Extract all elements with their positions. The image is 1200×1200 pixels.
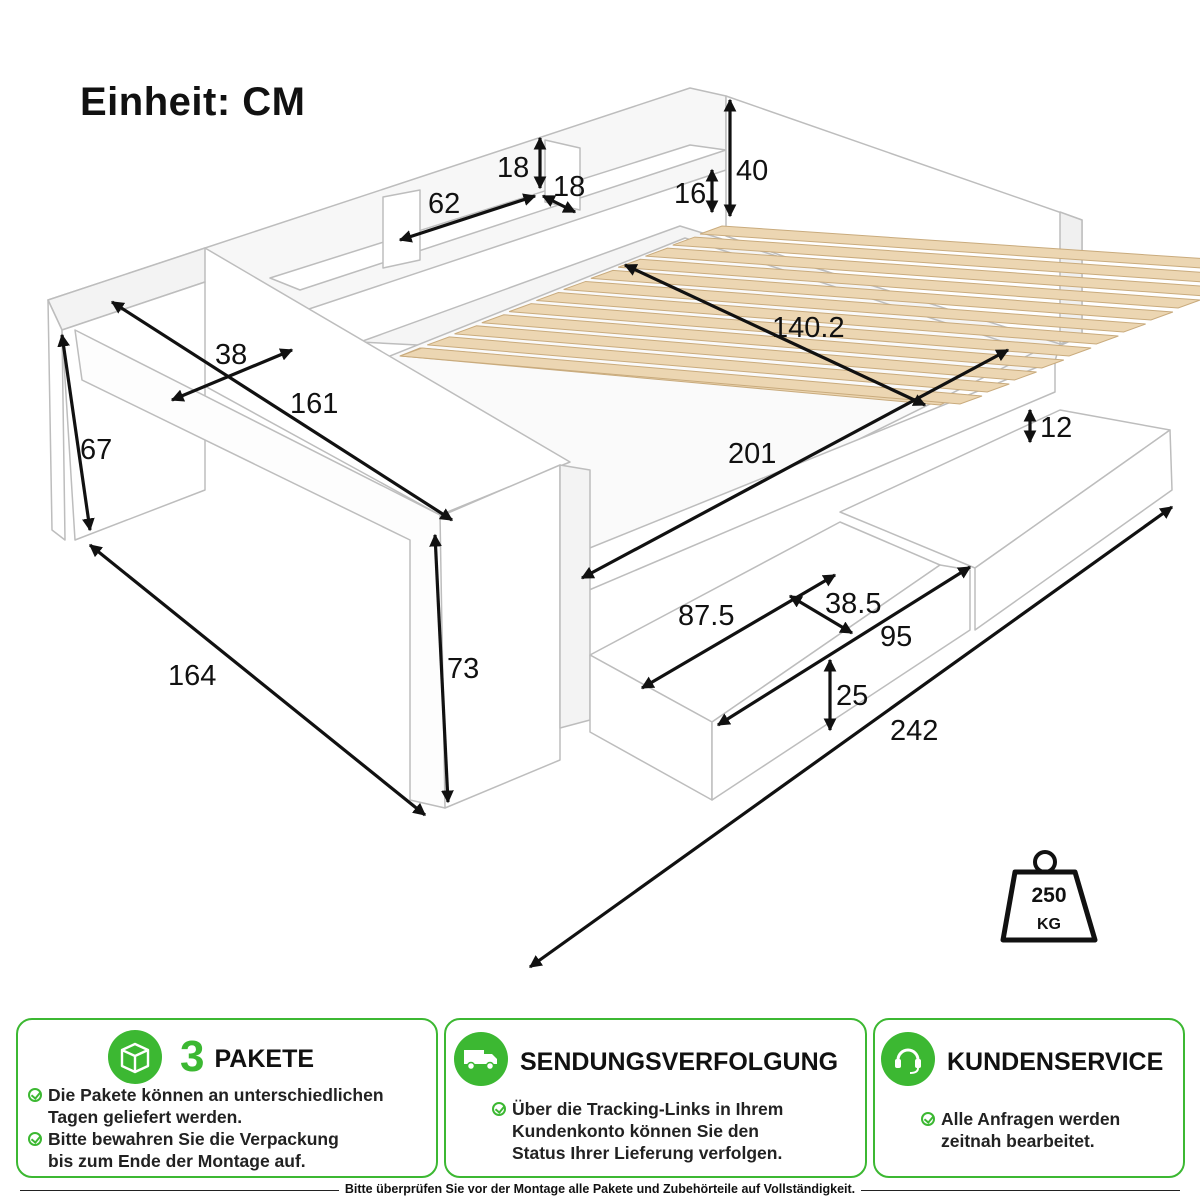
slat: [672, 236, 1200, 283]
check-icon: [28, 1088, 42, 1102]
bed-dimension-diagram: 18 18 62 16 40 38 161 67 140.2 201 12 38…: [47, 87, 1200, 969]
weight-unit: KG: [1037, 916, 1061, 933]
label-drawer-lip: 12: [1040, 412, 1072, 444]
weight-value: 250: [1031, 884, 1066, 907]
truck-icon: [454, 1032, 508, 1086]
arrow-total-length: [528, 505, 1174, 969]
check-icon: [921, 1112, 935, 1126]
packages-title-text: PAKETE: [214, 1045, 315, 1073]
label-total-length: 242: [890, 715, 938, 747]
footer-note: Bitte überprüfen Sie vor der Montage all…: [0, 1180, 1200, 1200]
arrow-side-height: [429, 533, 454, 804]
tracking-title: SENDUNGSVERFOLGUNG: [520, 1048, 839, 1076]
arrow-desk-height: [57, 333, 95, 532]
packages-panel: 3 PAKETE Die Pakete können an unterschied…: [16, 1018, 438, 1178]
label-headboard-height: 40: [736, 155, 768, 187]
check-icon: [28, 1132, 42, 1146]
label-desk-length: 161: [290, 388, 338, 420]
label-total-width: 164: [168, 660, 216, 692]
bed-foot-panel: [559, 464, 591, 729]
arrow-total-width: [88, 543, 427, 817]
label-desk-depth: 38: [215, 339, 247, 371]
bed-illustration: [47, 87, 1173, 809]
tracking-panel: SENDUNGSVERFOLGUNG Über die Tracking-Lin…: [444, 1018, 867, 1178]
label-desk-height: 67: [80, 434, 112, 466]
packages-count: 3: [180, 1032, 205, 1081]
label-drawer-total: 95: [880, 621, 912, 653]
arrow-shelf-width: [398, 193, 537, 243]
unit-label: Einheit: CM: [80, 80, 306, 124]
footer-text: Bitte überprüfen Sie vor der Montage all…: [338, 1182, 862, 1196]
label-shelf-height: 18: [497, 152, 529, 184]
weight-body: [1000, 869, 1098, 943]
shelf-compartment-1: [382, 189, 421, 269]
label-drawer-depth: 38.5: [825, 588, 881, 620]
package-icon: [108, 1030, 162, 1084]
label-drawer-length: 87.5: [678, 600, 734, 632]
check-icon: [492, 1102, 506, 1116]
weight-icon: 250 KG: [1000, 850, 1098, 943]
arrow-desk-length: [110, 300, 454, 522]
label-back-lip: 16: [674, 178, 706, 210]
dimension-labels: 18 18 62 16 40 38 161 67 140.2 201 12 38…: [80, 152, 1072, 747]
slat: [699, 225, 1200, 269]
headset-icon: [881, 1032, 935, 1086]
label-shelf-width: 62: [428, 188, 460, 220]
label-drawer-height: 25: [836, 680, 868, 712]
label-shelf-depth: 18: [553, 171, 585, 203]
arrow-shelf-depth: [541, 194, 577, 214]
customer-service-title: KUNDENSERVICE: [947, 1048, 1164, 1076]
dimension-arrows: [57, 98, 1174, 969]
label-slat-length: 201: [728, 438, 776, 470]
packages-title: 3 PAKETE: [180, 1032, 314, 1082]
weight-ring: [1033, 850, 1057, 874]
label-slat-width: 140.2: [772, 312, 845, 344]
label-side-height: 73: [447, 653, 479, 685]
